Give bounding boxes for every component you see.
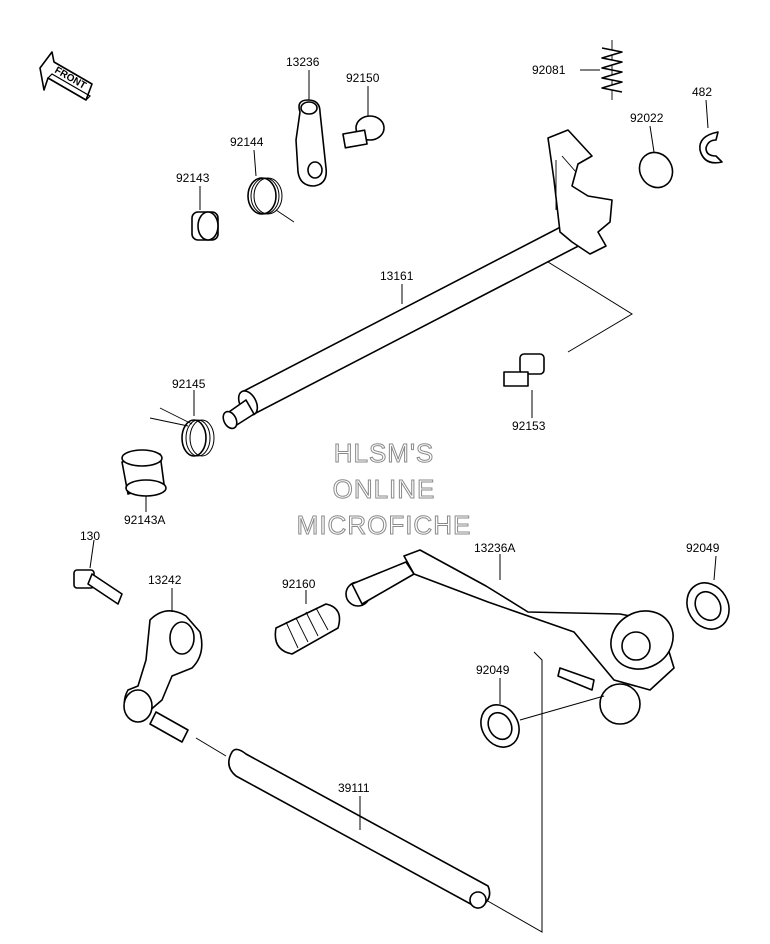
part-482-circlip	[699, 99, 723, 164]
label-92081: 92081	[532, 63, 566, 77]
part-130-bolt	[73, 539, 123, 605]
part-92160-rubber	[274, 590, 341, 655]
part-92153-bolt	[503, 261, 633, 418]
part-92150-bolt	[342, 86, 385, 149]
part-92049-washer-right	[686, 555, 730, 630]
label-92150: 92150	[346, 71, 380, 85]
part-92049-washer-lower	[480, 678, 520, 748]
label-92145: 92145	[172, 377, 206, 391]
part-13161-shaft	[222, 129, 613, 430]
watermark: HLSM'S ONLINE MICROFICHE	[296, 438, 472, 541]
label-13236A: 13236A	[474, 541, 515, 555]
part-92143A-collar	[121, 449, 167, 512]
part-39111-rod	[195, 651, 605, 933]
label-39111: 39111	[338, 781, 370, 795]
label-92160: 92160	[282, 577, 316, 591]
label-92143A: 92143A	[124, 513, 165, 527]
label-92049-right: 92049	[686, 541, 720, 555]
part-92081-spring	[580, 40, 623, 100]
label-13161: 13161	[380, 269, 414, 283]
label-92049-lower: 92049	[476, 663, 510, 677]
part-13242-lever	[123, 588, 203, 743]
part-13236A-pedal	[345, 549, 675, 725]
label-130: 130	[80, 529, 100, 543]
label-92022: 92022	[630, 111, 664, 125]
front-arrow: FRONT	[39, 51, 93, 101]
part-92022-washer	[638, 125, 674, 189]
label-13236: 13236	[286, 55, 320, 69]
watermark-line1: HLSM'S	[334, 438, 435, 468]
label-92144: 92144	[230, 135, 264, 149]
part-92143-collar	[191, 186, 219, 241]
part-92144-spring	[247, 149, 295, 223]
part-92145-spring	[149, 390, 215, 457]
watermark-line3: MICROFICHE	[297, 510, 472, 540]
label-92143: 92143	[176, 171, 210, 185]
part-13236-arm	[295, 70, 328, 187]
label-13242: 13242	[148, 573, 182, 587]
label-92153: 92153	[512, 419, 546, 433]
watermark-line2: ONLINE	[333, 474, 436, 504]
label-482: 482	[692, 85, 712, 99]
